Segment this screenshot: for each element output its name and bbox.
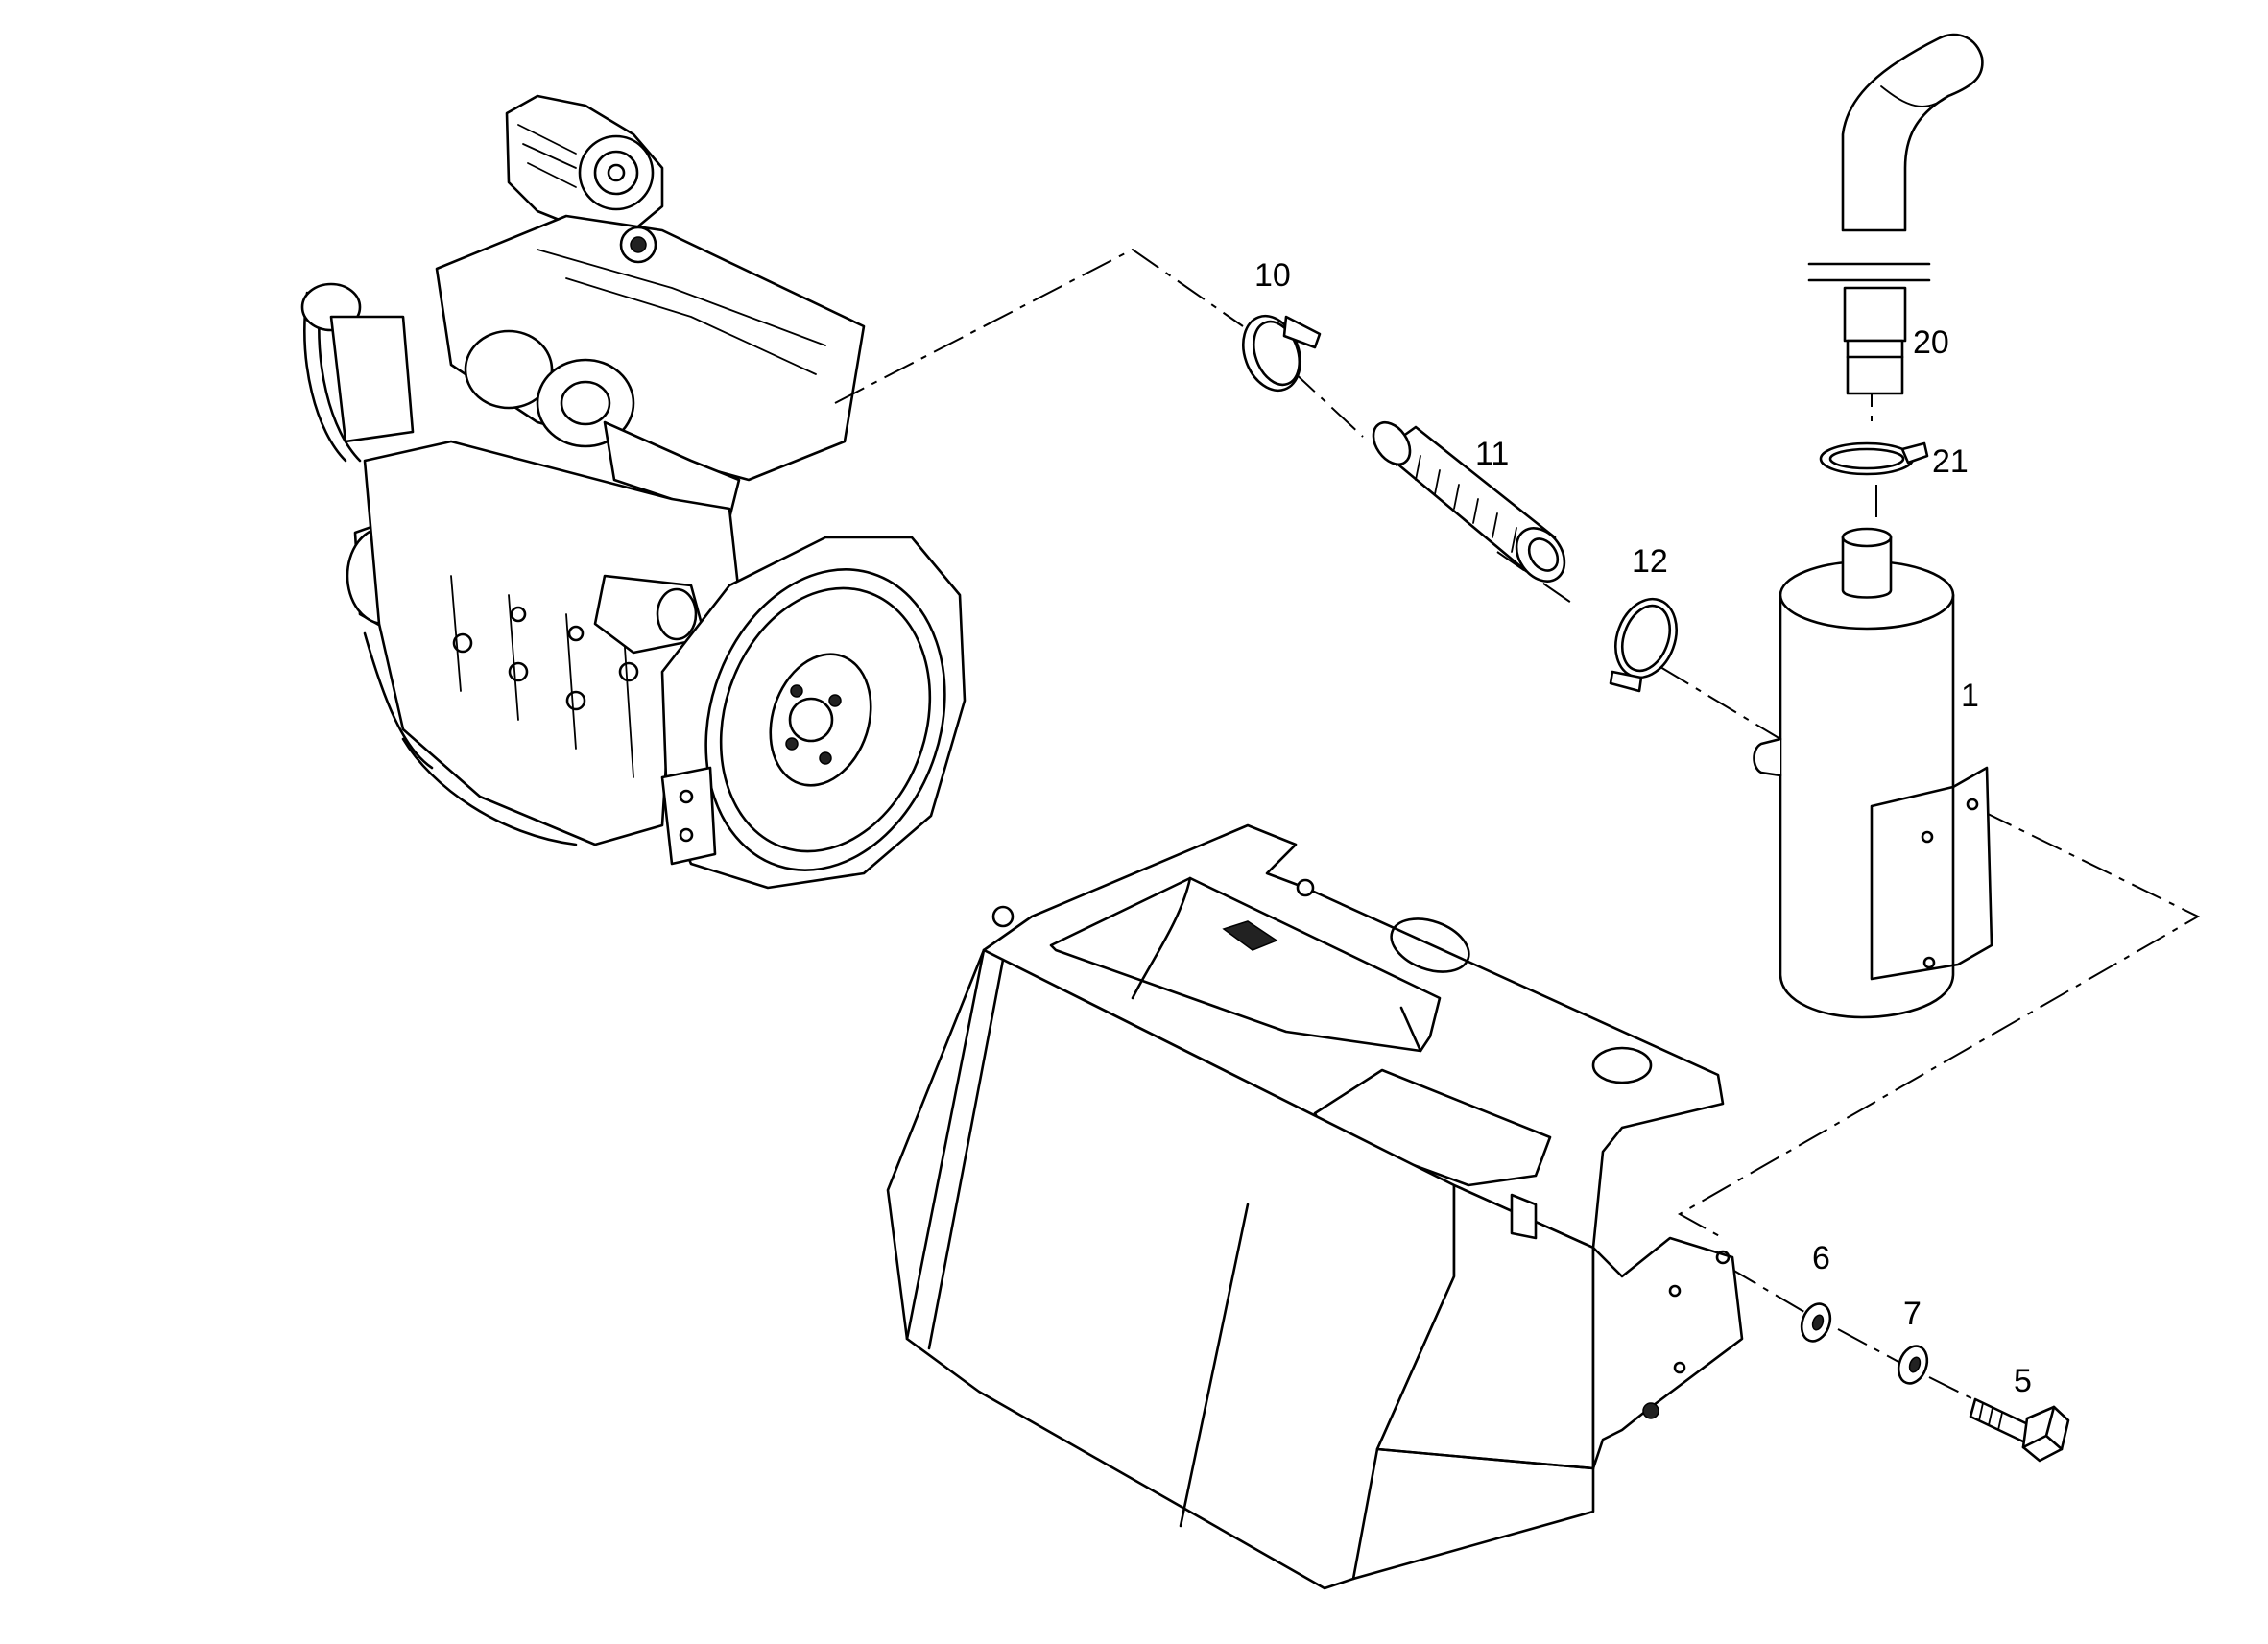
pipe-clamp-21: [1819, 441, 1929, 476]
starter-motor: [593, 574, 707, 655]
callout-21: 21: [1932, 443, 1969, 480]
side-mounting-plate: [1591, 1236, 1744, 1470]
callout-6: 6: [1812, 1240, 1830, 1276]
flexible-exhaust-hose-11: [1372, 421, 1566, 583]
callout-5: 5: [2014, 1363, 2032, 1399]
turbocharger: [464, 329, 741, 520]
exhaust-tail-pipe-20: [1807, 33, 1984, 395]
callout-11: 11: [1475, 436, 1509, 472]
callout-labels: 10 11 12 20 21 1 6 7 5: [1254, 257, 2032, 1399]
flywheel-housing: [660, 536, 967, 890]
callout-10: 10: [1254, 257, 1291, 294]
hose-clamp-10: [1242, 314, 1322, 393]
hose-clamp-12: [1609, 597, 1678, 693]
callout-20: 20: [1913, 324, 1949, 361]
callout-7: 7: [1903, 1296, 1922, 1332]
callout-12: 12: [1632, 543, 1668, 580]
assembly-lines: [834, 248, 2201, 1402]
washer-6: [1800, 1302, 1832, 1343]
engine-hood: [886, 823, 1744, 1590]
washer-7: [1897, 1345, 1929, 1385]
alternator: [505, 94, 664, 232]
callout-1: 1: [1961, 678, 1979, 714]
engine-assembly: [300, 94, 967, 890]
muffler-1: [1753, 527, 1993, 1019]
bolt-5: [1969, 1397, 2070, 1463]
